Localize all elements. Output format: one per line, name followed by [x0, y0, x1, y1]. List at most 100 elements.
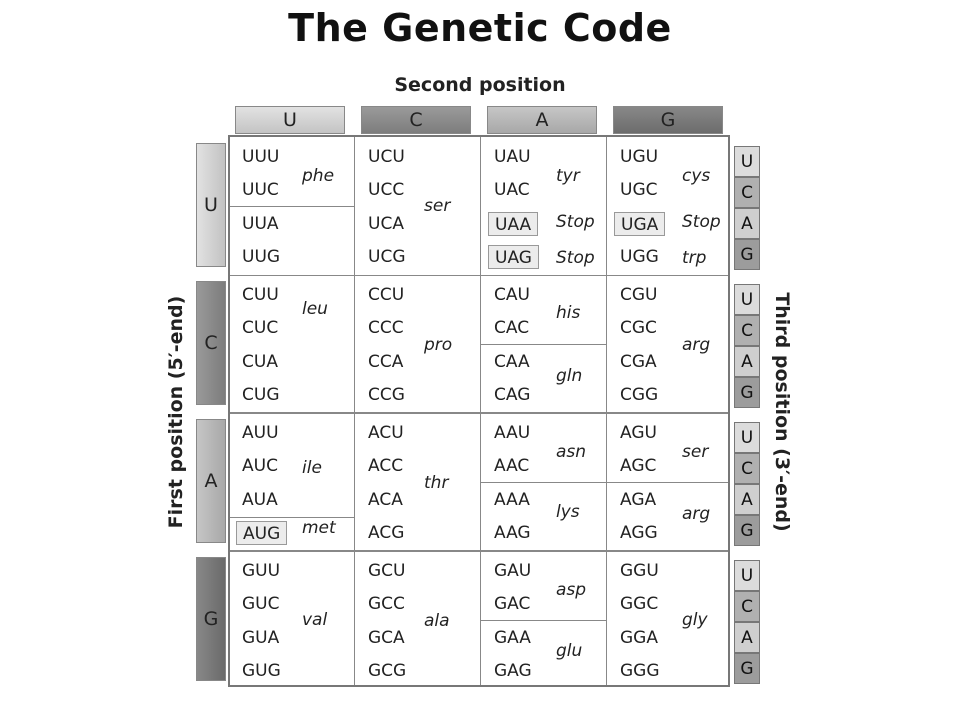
third-position-tab-g: G [734, 653, 760, 684]
first-position-label: First position (5′-end) [165, 295, 187, 529]
codon-uag: UAG [488, 245, 539, 269]
third-position-tab-c: C [734, 591, 760, 622]
codon-agc: AGC [620, 456, 657, 476]
codon-agu: AGU [620, 423, 657, 443]
codon-gug: GUG [242, 661, 281, 681]
aa-label-thr: thr [424, 473, 449, 493]
third-position-tab-g: G [734, 377, 760, 408]
codon-uuc: UUC [242, 180, 279, 200]
second-position-label: Second position [394, 74, 566, 96]
aa-label-arg-agr: arg [682, 504, 711, 524]
second-position-tab-c: C [361, 106, 471, 134]
codon-cug: CUG [242, 385, 280, 405]
codon-gcg: GCG [368, 661, 407, 681]
aa-label-his: his [556, 303, 581, 323]
page-title: The Genetic Code [288, 6, 672, 50]
third-position-tab-a: A [734, 208, 760, 239]
codon-gau: GAU [494, 561, 532, 581]
aa-label-phe: phe [302, 166, 335, 186]
group-divider [480, 620, 606, 621]
third-position-tab-a: A [734, 346, 760, 377]
codon-guu: GUU [242, 561, 281, 581]
aa-label-leu: leu [302, 299, 328, 319]
codon-ucc: UCC [368, 180, 405, 200]
third-position-tab-a: A [734, 484, 760, 515]
codon-uac: UAC [494, 180, 530, 200]
codon-acu: ACU [368, 423, 404, 443]
codon-cag: CAG [494, 385, 531, 405]
codon-aac: AAC [494, 456, 530, 476]
third-position-tab-u: U [734, 422, 760, 453]
codon-auc: AUC [242, 456, 278, 476]
aa-label-glu: glu [556, 641, 583, 661]
aa-label-ser: ser [424, 196, 451, 216]
codon-ugu: UGU [620, 147, 659, 167]
row-divider [230, 550, 728, 552]
codon-guc: GUC [242, 594, 280, 614]
group-divider [480, 344, 606, 345]
aa-label-stop-uaa: Stop [556, 212, 595, 232]
codon-aau: AAU [494, 423, 531, 443]
aa-label-gln: gln [556, 366, 583, 386]
codon-ucg: UCG [368, 247, 406, 267]
group-divider [480, 482, 606, 483]
codon-acg: ACG [368, 523, 405, 543]
second-position-tab-u: U [235, 106, 345, 134]
third-position-tab-g: G [734, 515, 760, 546]
column-divider [606, 137, 607, 685]
codon-cca: CCA [368, 352, 404, 372]
third-position-tab-c: C [734, 177, 760, 208]
codon-gaa: GAA [494, 628, 531, 648]
third-position-tab-g: G [734, 239, 760, 270]
codon-caa: CAA [494, 352, 530, 372]
third-position-tab-c: C [734, 315, 760, 346]
codon-uua: UUA [242, 214, 279, 234]
codon-uau: UAU [494, 147, 531, 167]
codon-cuu: CUU [242, 285, 279, 305]
codon-gag: GAG [494, 661, 532, 681]
codon-ucu: UCU [368, 147, 405, 167]
codon-cgg: CGG [620, 385, 659, 405]
codon-uga: UGA [614, 212, 666, 236]
column-divider [354, 137, 355, 685]
codon-ccg: CCG [368, 385, 405, 405]
codon-uuu: UUU [242, 147, 280, 167]
aa-label-ala: ala [424, 611, 450, 631]
third-position-tab-a: A [734, 622, 760, 653]
first-position-tab-a: A [196, 419, 226, 543]
codon-ggu: GGU [620, 561, 659, 581]
aa-label-val: val [302, 610, 328, 630]
group-divider [230, 517, 354, 518]
row-divider [230, 412, 728, 414]
codon-cgc: CGC [620, 318, 657, 338]
codon-gac: GAC [494, 594, 531, 614]
group-divider [606, 482, 728, 483]
codon-gcu: GCU [368, 561, 406, 581]
codon-ugg: UGG [620, 247, 659, 267]
second-position-tab-a: A [487, 106, 597, 134]
third-position-tab-c: C [734, 453, 760, 484]
codon-gga: GGA [620, 628, 658, 648]
codon-aua: AUA [242, 490, 278, 510]
row-divider [230, 275, 728, 276]
codon-gcc: GCC [368, 594, 405, 614]
aa-label-gly: gly [682, 610, 708, 630]
codon-cau: CAU [494, 285, 530, 305]
codon-uca: UCA [368, 214, 404, 234]
aa-label-pro: pro [424, 335, 453, 355]
codon-gca: GCA [368, 628, 405, 648]
group-divider [230, 206, 354, 207]
aa-label-arg: arg [682, 335, 711, 355]
aa-label-ile: ile [302, 458, 322, 478]
codon-ggg: GGG [620, 661, 660, 681]
aa-label-stop-uga: Stop [682, 212, 721, 232]
codon-gua: GUA [242, 628, 280, 648]
third-position-tab-u: U [734, 284, 760, 315]
aa-label-stop-uag: Stop [556, 248, 595, 268]
codon-ggc: GGC [620, 594, 659, 614]
codon-ccc: CCC [368, 318, 404, 338]
column-divider [480, 137, 481, 685]
codon-uug: UUG [242, 247, 281, 267]
aa-label-ser-agy: ser [682, 442, 709, 462]
